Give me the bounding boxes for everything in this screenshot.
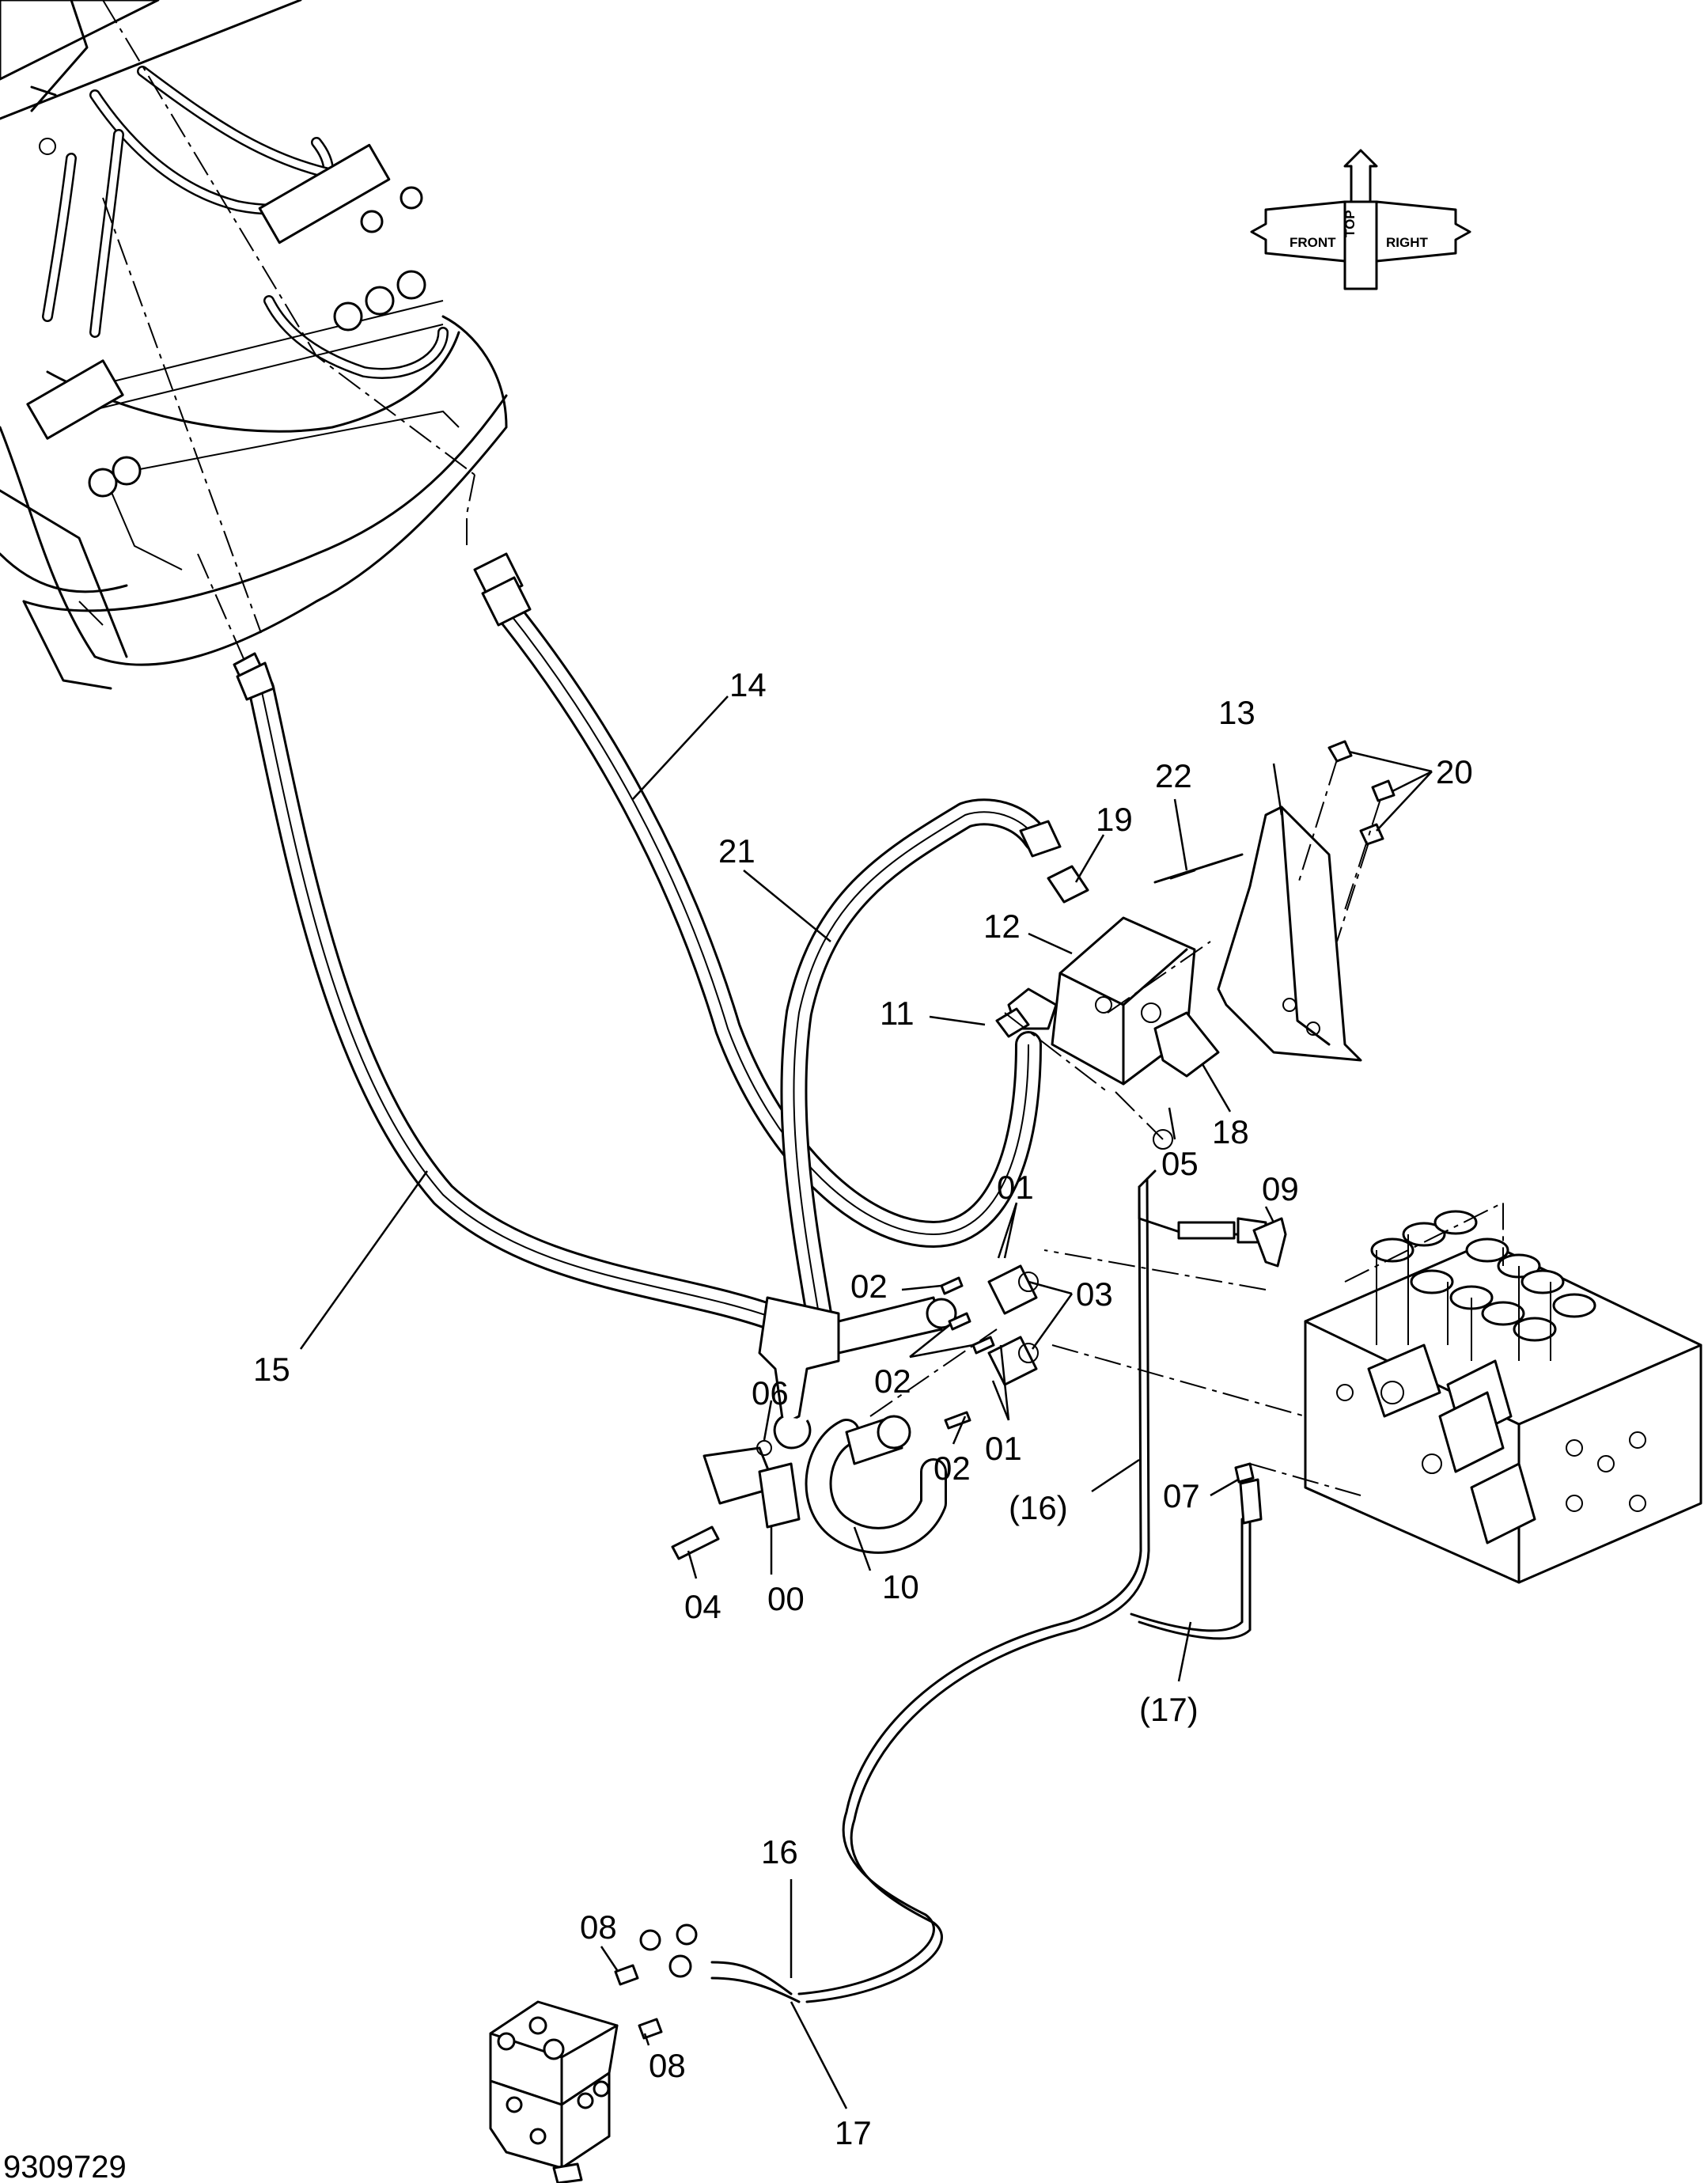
callout-17: 17	[835, 2114, 872, 2151]
callout-04: 04	[684, 1588, 721, 1625]
pilot-hoses-16-17	[614, 1169, 1287, 2040]
hose-14	[473, 552, 1058, 1248]
callout-20: 20	[1436, 753, 1473, 790]
callout-13: 13	[1218, 694, 1255, 731]
callout-16: 16	[761, 1833, 798, 1870]
orientation-front-label: FRONT	[1290, 235, 1336, 250]
callout-01-upper: 01	[997, 1169, 1034, 1206]
drawing-number: 9309729	[3, 2150, 127, 2183]
callout-21: 21	[718, 832, 756, 870]
orientation-arrow-symbol: TOP FRONT RIGHT	[1250, 149, 1471, 290]
callout-12: 12	[983, 908, 1021, 945]
callout-02-middle: 02	[874, 1362, 911, 1400]
callout-22: 22	[1155, 757, 1192, 794]
callout-19: 19	[1096, 801, 1133, 838]
callout-15: 15	[253, 1351, 290, 1388]
callout-08-upper: 08	[580, 1908, 617, 1946]
callout-07: 07	[1163, 1477, 1200, 1514]
callout-08-lower: 08	[649, 2047, 686, 2084]
pump-assembly	[0, 0, 508, 690]
leader-lines	[299, 695, 1433, 2109]
callout-16-reference: (16)	[1009, 1489, 1068, 1526]
callouts: 14 13 22 20 21 19 12 11 18 05 09 01 02 0…	[253, 666, 1473, 2151]
callout-14: 14	[729, 666, 767, 703]
callout-10: 10	[882, 1568, 919, 1605]
callout-00: 00	[767, 1580, 805, 1617]
callout-09: 09	[1262, 1170, 1299, 1207]
callout-11: 11	[880, 995, 915, 1032]
pilot-valve	[489, 2000, 619, 2183]
callout-02-lower: 02	[934, 1450, 971, 1487]
callout-03: 03	[1076, 1275, 1113, 1313]
orientation-top-label: TOP	[1343, 210, 1358, 237]
callout-18: 18	[1212, 1113, 1249, 1150]
control-valve	[1043, 1201, 1702, 1584]
callout-05: 05	[1161, 1145, 1199, 1182]
orientation-right-label: RIGHT	[1386, 235, 1429, 250]
callout-17-reference: (17)	[1139, 1691, 1199, 1728]
callout-06: 06	[752, 1374, 789, 1412]
hose-21	[780, 798, 1062, 1351]
tee-fitting-and-pipe-10	[671, 1264, 1039, 1560]
callout-01-lower: 01	[985, 1430, 1022, 1467]
callout-02-upper: 02	[850, 1268, 888, 1305]
valve-block-12-and-bracket-13	[995, 740, 1396, 1150]
